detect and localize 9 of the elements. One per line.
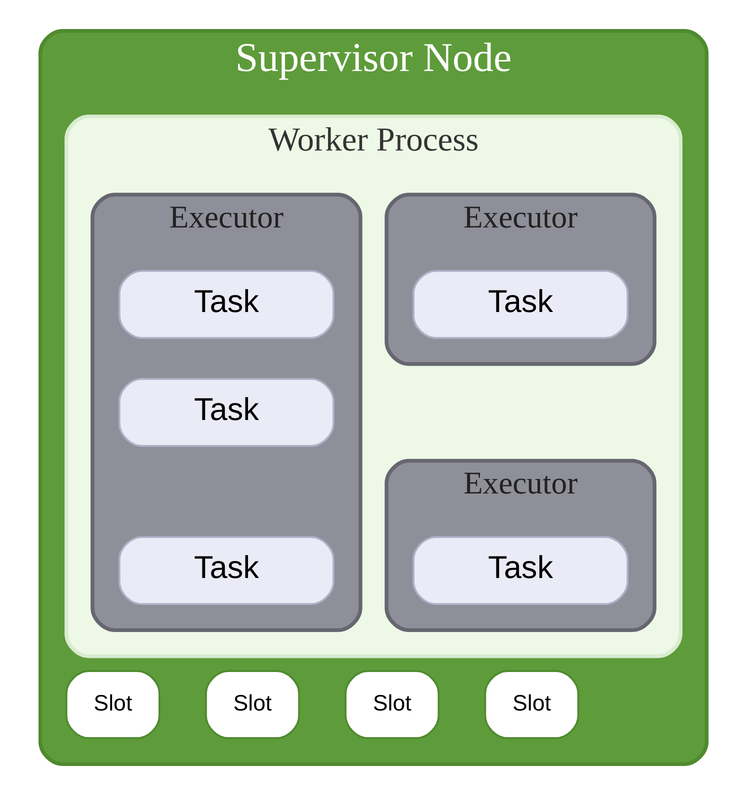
node-box: Task <box>118 536 334 606</box>
node-box: Task <box>118 270 334 339</box>
node-box: Task <box>412 536 628 606</box>
node-box: Slot <box>344 670 440 740</box>
node-box: Task <box>412 270 628 339</box>
node-box: Slot <box>205 670 300 740</box>
node-box: Slot <box>65 670 160 740</box>
node-box: Task <box>118 378 334 447</box>
node-box: Slot <box>484 670 580 740</box>
